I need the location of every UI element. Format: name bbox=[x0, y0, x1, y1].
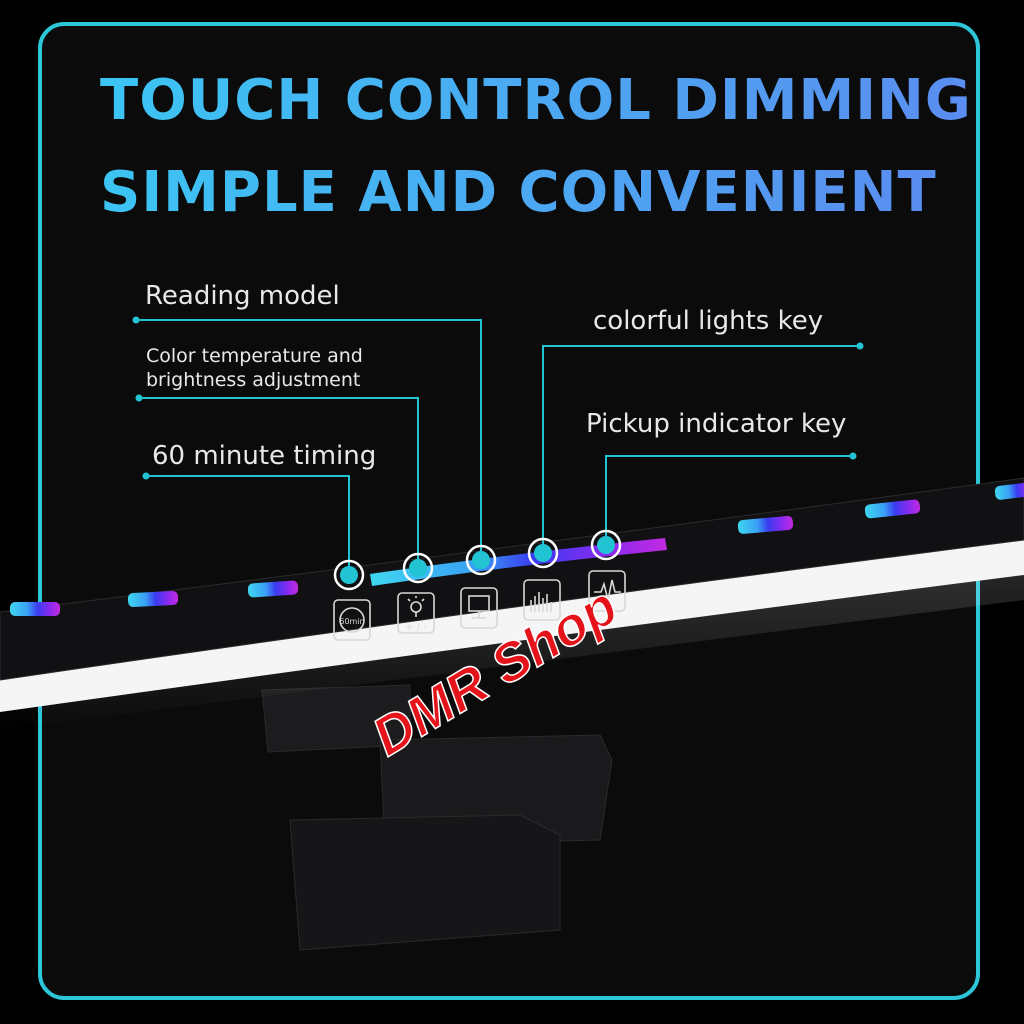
light-glow bbox=[0, 575, 1024, 730]
timer-icon-text: 60min bbox=[339, 617, 364, 626]
monitor-clamp bbox=[261, 684, 613, 951]
callout-end-dots bbox=[132, 316, 864, 480]
timer-60min-icon[interactable]: 60min bbox=[333, 599, 371, 641]
headline-line-1: TOUCH CONTROL DIMMING bbox=[100, 68, 972, 133]
bulb-brightness-icon[interactable]: + / - bbox=[397, 592, 435, 634]
reading-model-label: Reading model bbox=[145, 281, 340, 311]
pulse-icon[interactable] bbox=[588, 570, 626, 612]
brightness-icon-text: + / - bbox=[405, 622, 427, 633]
callout-lines bbox=[136, 319, 860, 575]
light-strip bbox=[0, 540, 1024, 712]
headline-line-2: SIMPLE AND CONVENIENT bbox=[100, 160, 937, 225]
equalizer-icon[interactable] bbox=[523, 579, 561, 621]
color-temp-label-line-1: Color temperature and bbox=[146, 345, 363, 367]
monitor-icon[interactable] bbox=[460, 587, 498, 629]
color-temp-label-line-2: brightness adjustment bbox=[146, 369, 361, 391]
touch-points bbox=[333, 529, 622, 591]
timing-label: 60 minute timing bbox=[152, 441, 377, 471]
colorful-lights-label: colorful lights key bbox=[593, 306, 824, 336]
pickup-indicator-label: Pickup indicator key bbox=[586, 409, 847, 439]
